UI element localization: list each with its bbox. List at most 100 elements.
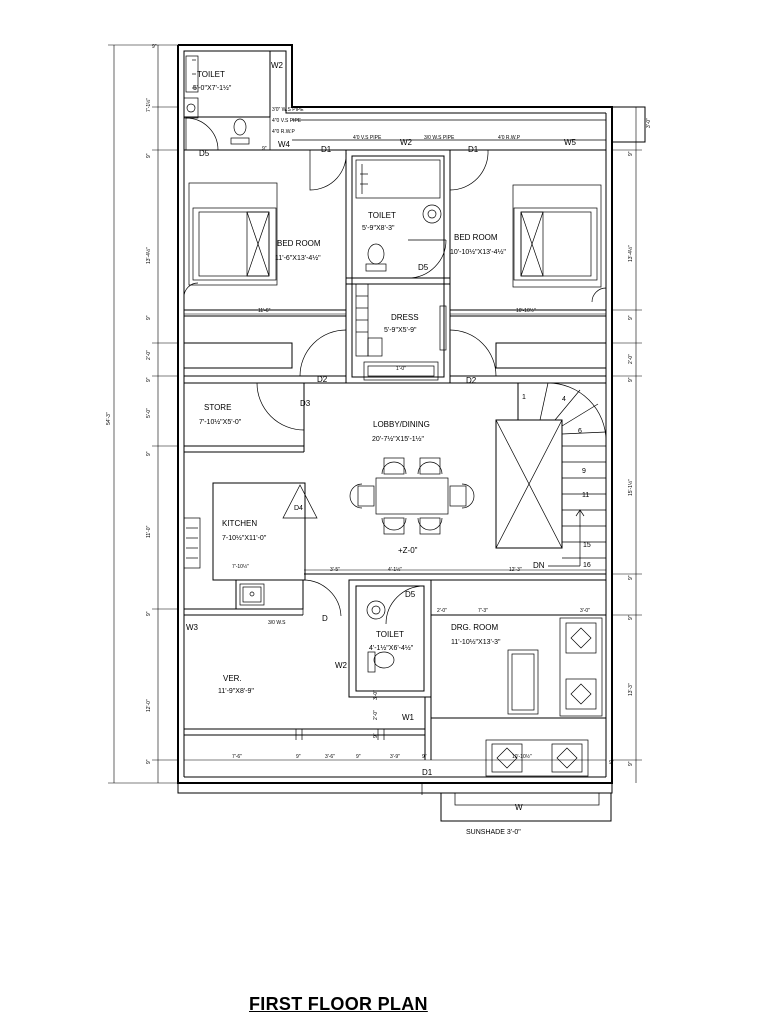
dim-text: 10'-10½" xyxy=(516,307,536,314)
dim-text: 9" xyxy=(373,733,379,738)
door-window-tags: W2 W4 D5 D1 W2 D1 W5 D5 D2 D2 D3 D4 W3 D… xyxy=(186,61,577,836)
lower-toilet xyxy=(348,579,432,760)
dim-text: 3'-9" xyxy=(390,754,400,760)
toilet-top-size: 5'-0"X7'-1½" xyxy=(193,84,232,92)
dim-text: 9" xyxy=(262,146,267,152)
dim-text: 3'-5" xyxy=(330,567,340,573)
store xyxy=(184,382,305,453)
dim-text: 2'-0" xyxy=(146,350,152,360)
dim-text: 9" xyxy=(146,377,152,382)
dim-text: 2'-0" xyxy=(373,710,379,720)
dim-text: 2'-0" xyxy=(437,608,447,614)
tag-d: D xyxy=(322,614,328,623)
dress-size: 5'-9"X5'-9" xyxy=(384,327,417,334)
dim-text: 3'-0" xyxy=(646,118,652,128)
stair-numbers: 1 4 6 9 11 15 16 xyxy=(522,394,591,569)
tag-d1-left: D1 xyxy=(321,145,332,154)
dim-text: 7'-6" xyxy=(232,754,242,760)
dim-text: 9" xyxy=(628,315,634,320)
dining-set xyxy=(349,457,475,535)
tag-dn: DN xyxy=(533,561,545,570)
tag-d1-low: D1 xyxy=(422,768,433,777)
tag-w5: W5 xyxy=(564,138,577,147)
drawing-title: FIRST FLOOR PLAN xyxy=(249,994,428,1014)
dim-text: 4'-1½" xyxy=(388,566,402,573)
tag-w3: W3 xyxy=(186,623,199,632)
bed-left-label: BED ROOM xyxy=(277,239,321,248)
dim-text: 9" xyxy=(628,615,634,620)
dimension-lines xyxy=(108,44,642,784)
left-bedroom xyxy=(183,149,347,317)
dim-text: 9" xyxy=(628,575,634,580)
dim-text: 15'-1½" xyxy=(627,479,634,496)
note-ws-pipe-a: 3'0" W.S PIPE xyxy=(272,107,304,113)
dim-text: 9" xyxy=(356,754,361,760)
dim-text: 9" xyxy=(146,611,152,616)
dim-text: 9" xyxy=(146,451,152,456)
toilet-mid-label: TOILET xyxy=(368,211,396,220)
dim-text-overall: 54'-3" xyxy=(106,412,112,425)
store-size: 7'-10½"X5'-0" xyxy=(199,418,242,426)
toilet-mid-size: 5'-9"X8'-3" xyxy=(362,225,395,232)
dim-text: 13'-3" xyxy=(628,683,634,696)
staircase xyxy=(304,382,607,581)
drg-room-size: 11'-10½"X13'-3" xyxy=(451,638,501,646)
toilet-top-label: TOILET xyxy=(197,70,225,79)
tag-d2-left: D2 xyxy=(317,375,328,384)
note-ws-pipe: 3/0 W.S PIPE xyxy=(424,135,455,141)
note-ws-kitchen: 3/0 W.S xyxy=(268,620,286,626)
tag-d1-right: D1 xyxy=(468,145,479,154)
dim-text: 2'-0" xyxy=(628,354,634,364)
note-rwp-b: 4'0 R.W.P xyxy=(498,135,521,141)
dim-text: 7'-1½" xyxy=(145,98,152,112)
dim-text: 13'-4½" xyxy=(627,245,634,262)
dim-text: 7'-3" xyxy=(478,608,488,614)
ver-label: VER. xyxy=(223,674,242,683)
tag-d5-low: D5 xyxy=(405,590,416,599)
tag-d2-right: D2 xyxy=(466,376,477,385)
tag-w2-mid: W2 xyxy=(400,138,413,147)
bed-left-size: 11'-6"X13'-4½" xyxy=(275,254,321,262)
dim-text: 9" xyxy=(146,315,152,320)
dim-text: 3'-0" xyxy=(373,690,379,700)
drg-room-label: DRG. ROOM xyxy=(451,623,498,632)
verandah-railing xyxy=(184,728,425,740)
note-rwp-a: 4"0 R.W.P xyxy=(272,129,296,135)
stair-step: 4 xyxy=(562,396,566,403)
dim-text: 11'-6" xyxy=(258,308,271,314)
dim-text: 9" xyxy=(152,44,157,50)
dim-text: 9" xyxy=(628,761,634,766)
toilet-low-size: 4'-1½"X6'-4½" xyxy=(369,644,414,652)
tag-w-bottom: W xyxy=(515,803,523,812)
dress-label: DRESS xyxy=(391,313,419,322)
level-mark: +Z-0" xyxy=(398,546,418,555)
store-label: STORE xyxy=(204,403,231,412)
tag-d3: D3 xyxy=(300,399,311,408)
dim-text: 3'-6" xyxy=(325,754,335,760)
stair-step: 6 xyxy=(578,428,582,435)
stair-step: 11 xyxy=(582,492,589,499)
tag-d5-top: D5 xyxy=(199,149,210,158)
stair-step: 16 xyxy=(583,562,591,569)
right-bedroom xyxy=(449,149,607,317)
tag-w2-low: W2 xyxy=(335,661,348,670)
tag-d5-mid: D5 xyxy=(418,263,429,272)
tag-w2-top: W2 xyxy=(271,61,284,70)
dim-text: 9" xyxy=(609,760,614,766)
dim-text: 5'-0" xyxy=(146,408,152,418)
center-wet-block xyxy=(345,149,451,384)
sunshade-note: SUNSHADE 3'-0" xyxy=(466,829,521,836)
bed-right-size: 10'-10½"X13'-4½" xyxy=(450,248,506,256)
dim-text: 1'-0" xyxy=(396,366,406,372)
pipe-notes: 3'0" W.S PIPE 4"0 V.S PIPE 4"0 R.W.P 4'0… xyxy=(268,107,521,626)
lobby-size: 20'-7½"X15'-1½" xyxy=(372,435,425,443)
drawing-room xyxy=(430,614,607,777)
dim-text: 9" xyxy=(628,377,634,382)
lobby-label: LOBBY/DINING xyxy=(373,420,430,429)
dim-text: 3'-0" xyxy=(580,608,590,614)
toilet-low-label: TOILET xyxy=(376,630,404,639)
outer-walls xyxy=(177,44,646,822)
dim-text: 11'-0" xyxy=(146,525,152,538)
dim-text: 13'-4½" xyxy=(145,247,152,264)
